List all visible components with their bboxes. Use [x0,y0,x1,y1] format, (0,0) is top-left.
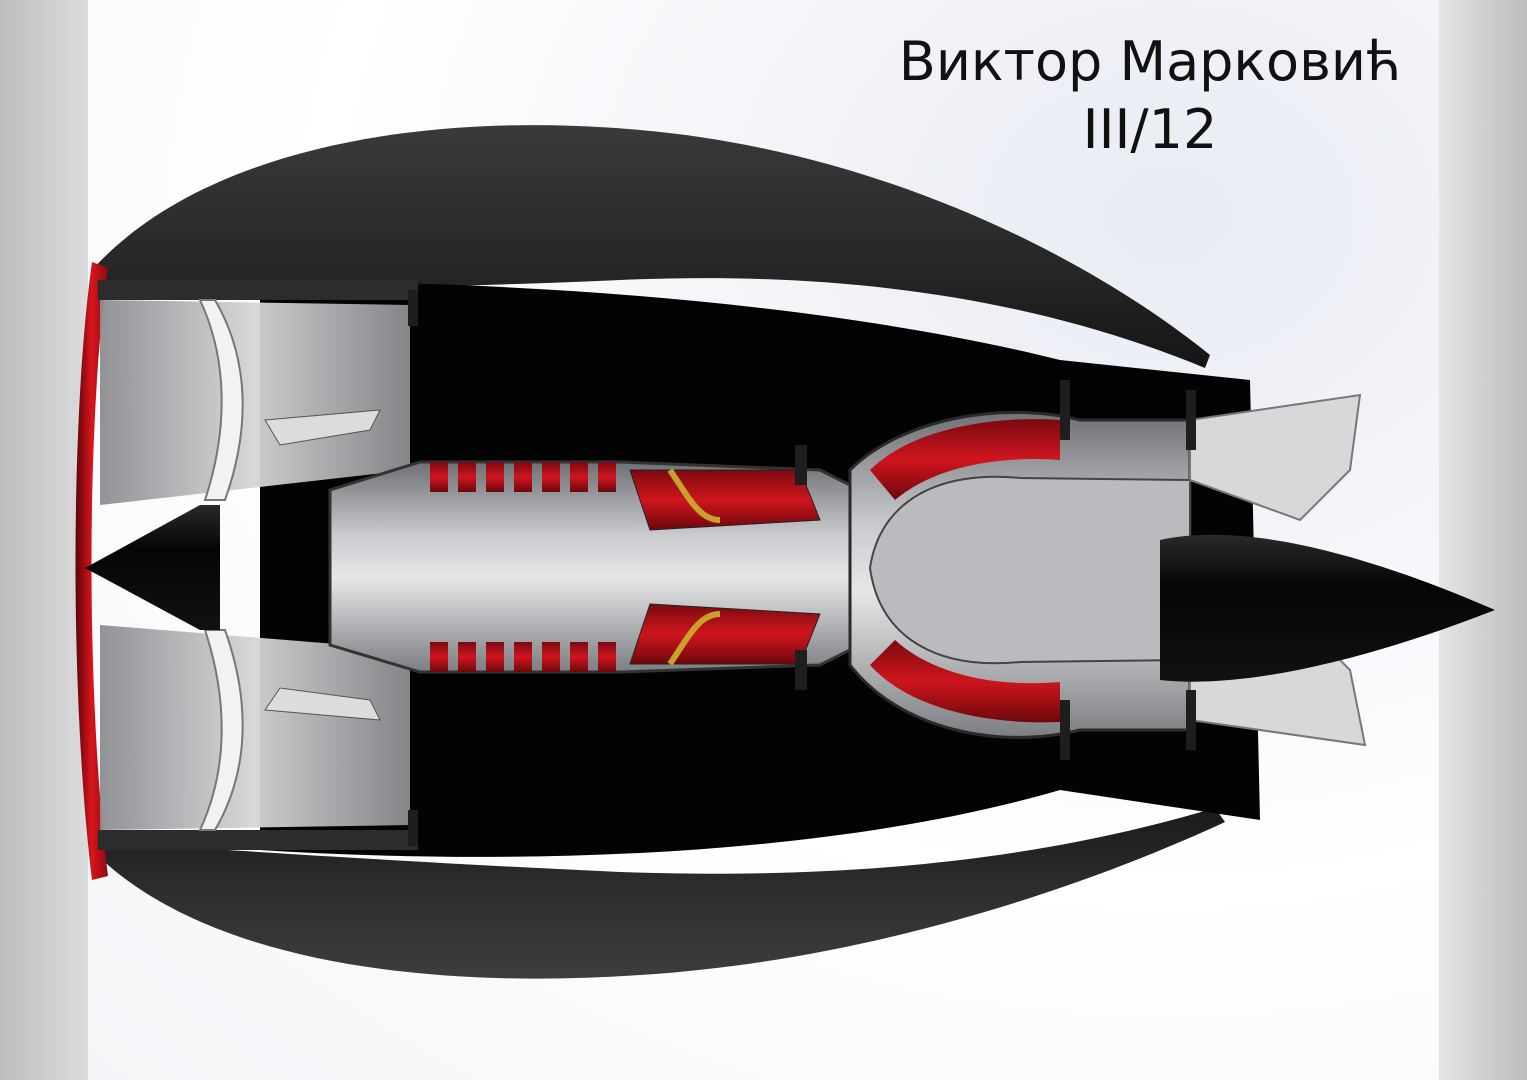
nacelle-upper [92,125,1210,368]
turbine-hub [868,475,1191,665]
fan-blade-upper [198,299,244,501]
turbine-red-upper [870,419,1060,500]
turbine-red-lower [870,640,1060,723]
stator-upper [264,409,381,446]
exhaust-cone [1160,534,1495,682]
stator-lower [264,687,381,721]
combustor-upper [629,469,821,531]
nacelle-lower [92,808,1225,979]
fan-casing-bottom [98,830,418,850]
exhaust-petal-upper [1189,393,1362,522]
inlet-lip [75,262,108,880]
fuel-line-lower [667,611,721,666]
author-name: Виктор Марковић [898,30,1402,93]
fan-stage [100,300,410,505]
right-margin-band [1439,0,1527,1080]
fan-casing-top [98,280,418,300]
fan-stage-lower [100,625,410,830]
combustor-lower [629,603,821,665]
fuel-line [667,468,721,523]
compressor-stages-upper [430,462,616,492]
compressor-stages-lower [430,642,616,672]
spinner-cone [85,505,220,630]
drawing-code: III/12 [1082,98,1218,161]
left-margin-band [0,0,88,1080]
caption-block: Виктор Марковић III/12 [870,28,1430,164]
casing-flanges [408,290,1196,846]
